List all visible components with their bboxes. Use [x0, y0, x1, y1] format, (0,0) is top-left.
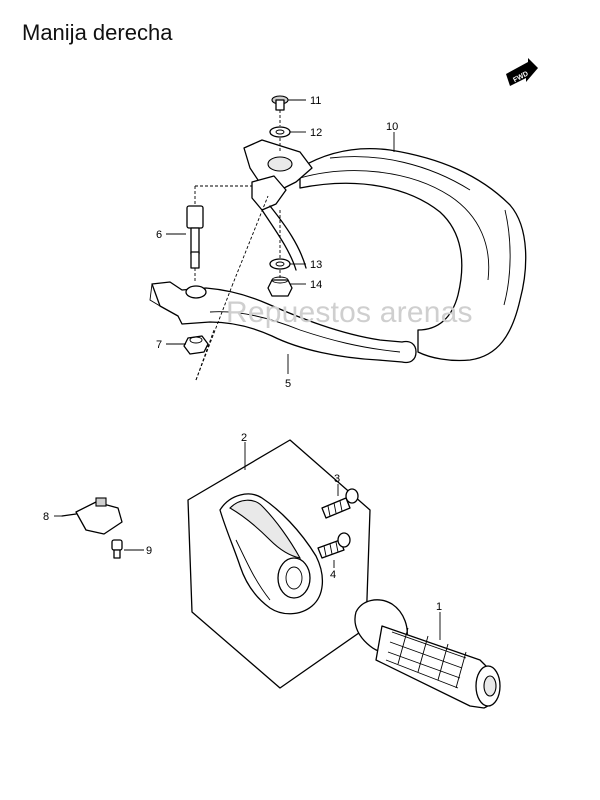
callout-8: 8 — [43, 511, 49, 523]
nut-part-7[interactable] — [183, 335, 209, 355]
callout-10: 10 — [386, 121, 398, 133]
callout-4: 4 — [330, 569, 336, 581]
callout-5: 5 — [285, 378, 291, 390]
bolt-part-11[interactable] — [271, 95, 289, 111]
screw-part-4[interactable] — [317, 532, 351, 559]
page-title: Manija derecha — [22, 20, 173, 45]
screw-part-3[interactable] — [321, 488, 359, 519]
callout-13: 13 — [310, 259, 322, 271]
callout-2: 2 — [241, 432, 247, 444]
throttle-grip-part-1[interactable] — [354, 599, 501, 709]
callout-12: 12 — [310, 127, 322, 139]
callout-leaders — [54, 99, 441, 640]
callout-9: 9 — [146, 545, 152, 557]
switch-part-8[interactable] — [61, 497, 123, 535]
callout-7: 7 — [156, 339, 162, 351]
washer-part-13[interactable] — [269, 258, 291, 270]
pivot-bolt-part-6[interactable] — [186, 205, 204, 269]
washer-part-12[interactable] — [269, 126, 291, 138]
screw-part-9[interactable] — [111, 539, 123, 559]
callout-11: 11 — [310, 95, 321, 107]
lever-perch[interactable] — [243, 139, 313, 271]
nut-part-14[interactable] — [267, 276, 293, 297]
callout-1: 1 — [436, 601, 442, 613]
throttle-housing-part-2[interactable] — [219, 493, 323, 615]
callout-14: 14 — [310, 279, 322, 291]
callout-3: 3 — [334, 473, 340, 485]
brake-lever-part-5[interactable] — [149, 281, 417, 364]
callout-6: 6 — [156, 229, 162, 241]
handguard-part-10[interactable] — [299, 147, 527, 362]
forward-arrow-icon: FWD — [506, 58, 538, 86]
